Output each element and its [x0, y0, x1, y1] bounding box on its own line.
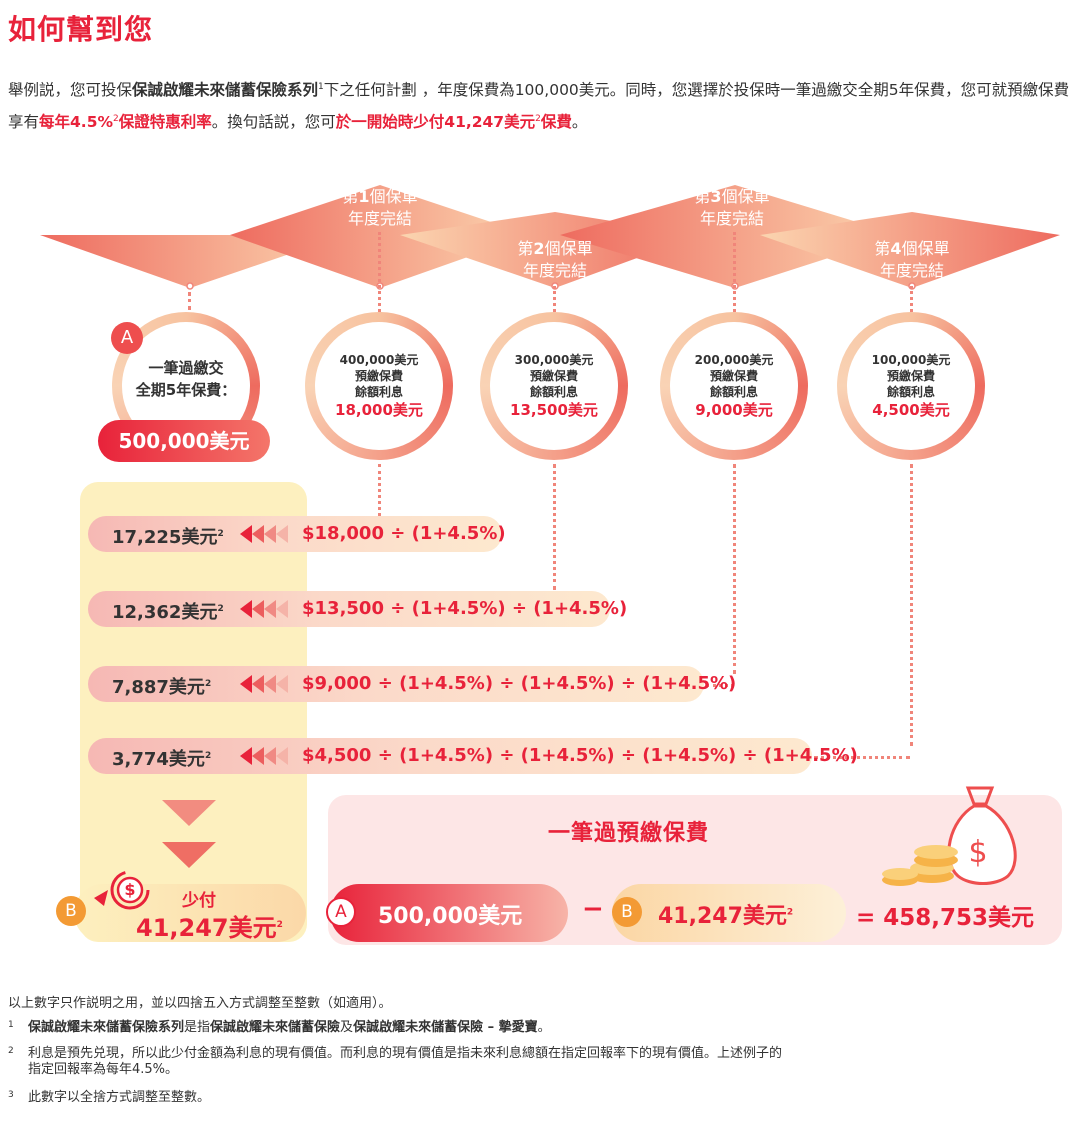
page-title: 如何幫到您 [8, 13, 154, 46]
saving-column [80, 482, 307, 942]
ribbon-segment [560, 185, 900, 288]
footnote-number: 2 [8, 1046, 14, 1056]
summary-result: = 458,753美元 [856, 905, 1035, 931]
saving-amount: 41,247美元2 [136, 914, 283, 942]
arrows-left-icon [240, 600, 288, 618]
saving-label: 少付 [182, 891, 216, 911]
pv-row-3: 7,887美元2 $9,000 ÷ (1+4.5%) ÷ (1+4.5%) ÷ … [88, 666, 736, 702]
summary-a-pill [330, 884, 568, 942]
banner-year-1: 第1個保單 年度完結 [342, 187, 418, 228]
badge-b: B [56, 896, 86, 926]
ribbon-segment [760, 212, 1060, 288]
minus-sign: − [582, 894, 604, 924]
down-arrows-icon [162, 800, 216, 868]
banner-year-2: 第2個保單 年度完結 [517, 239, 593, 280]
footnote-2: 利息是預先兑現，所以此少付金額為利息的現有價值。而利息的現有價值是指未來利息總額… [28, 1046, 783, 1077]
arrows-left-icon [240, 525, 288, 543]
arrows-left-icon [240, 747, 288, 765]
summary-heading: 一筆過預繳保費 [548, 821, 710, 846]
banner-year-3: 第3個保單 年度完結 [694, 187, 770, 228]
arrows-left-icon [240, 675, 288, 693]
intro-paragraph: 舉例説，您可投保保誠啟耀未來儲蓄保險系列1下之任何計劃 ，年度保費為100,00… [8, 81, 1070, 131]
pv-row-1: 17,225美元2 $18,000 ÷ (1+4.5%) [88, 516, 506, 552]
footnote-number: 3 [8, 1090, 14, 1100]
svg-text:$: $ [968, 835, 987, 870]
footnote-3: 此數字以全捨方式調整至整數。 [28, 1090, 211, 1105]
pv-row-4: 3,774美元2 $4,500 ÷ (1+4.5%) ÷ (1+4.5%) ÷ … [88, 738, 858, 774]
footnote-intro: 以上數字只作説明之用，並以四捨五入方式調整至整數（如適用）。 [8, 996, 392, 1011]
summary-a-value: 500,000美元 [378, 904, 523, 929]
dollar-icon: $ [124, 880, 136, 899]
summary-badge-a: A [326, 897, 356, 927]
badge-a: A [111, 322, 143, 354]
summary-b-pill [612, 884, 846, 942]
footnote-number: 1 [8, 1020, 14, 1030]
refund-icon [94, 870, 150, 910]
pv-row-2: 12,362美元2 $13,500 ÷ (1+4.5%) ÷ (1+4.5%) [88, 591, 627, 627]
footnote-1: 保誠啟耀未來儲蓄保險系列是指保誠啟耀未來儲蓄保險及保誠啟耀未來儲蓄保險 – 摯愛… [28, 1020, 551, 1035]
money-bag-icon: $ [882, 786, 1017, 886]
banner-year-4: 第4個保單 年度完結 [874, 239, 950, 280]
lump-sum-amount: 500,000美元 [98, 420, 270, 462]
summary-b-value: 41,247美元2 [658, 904, 794, 929]
summary-badge-b: B [612, 897, 642, 927]
